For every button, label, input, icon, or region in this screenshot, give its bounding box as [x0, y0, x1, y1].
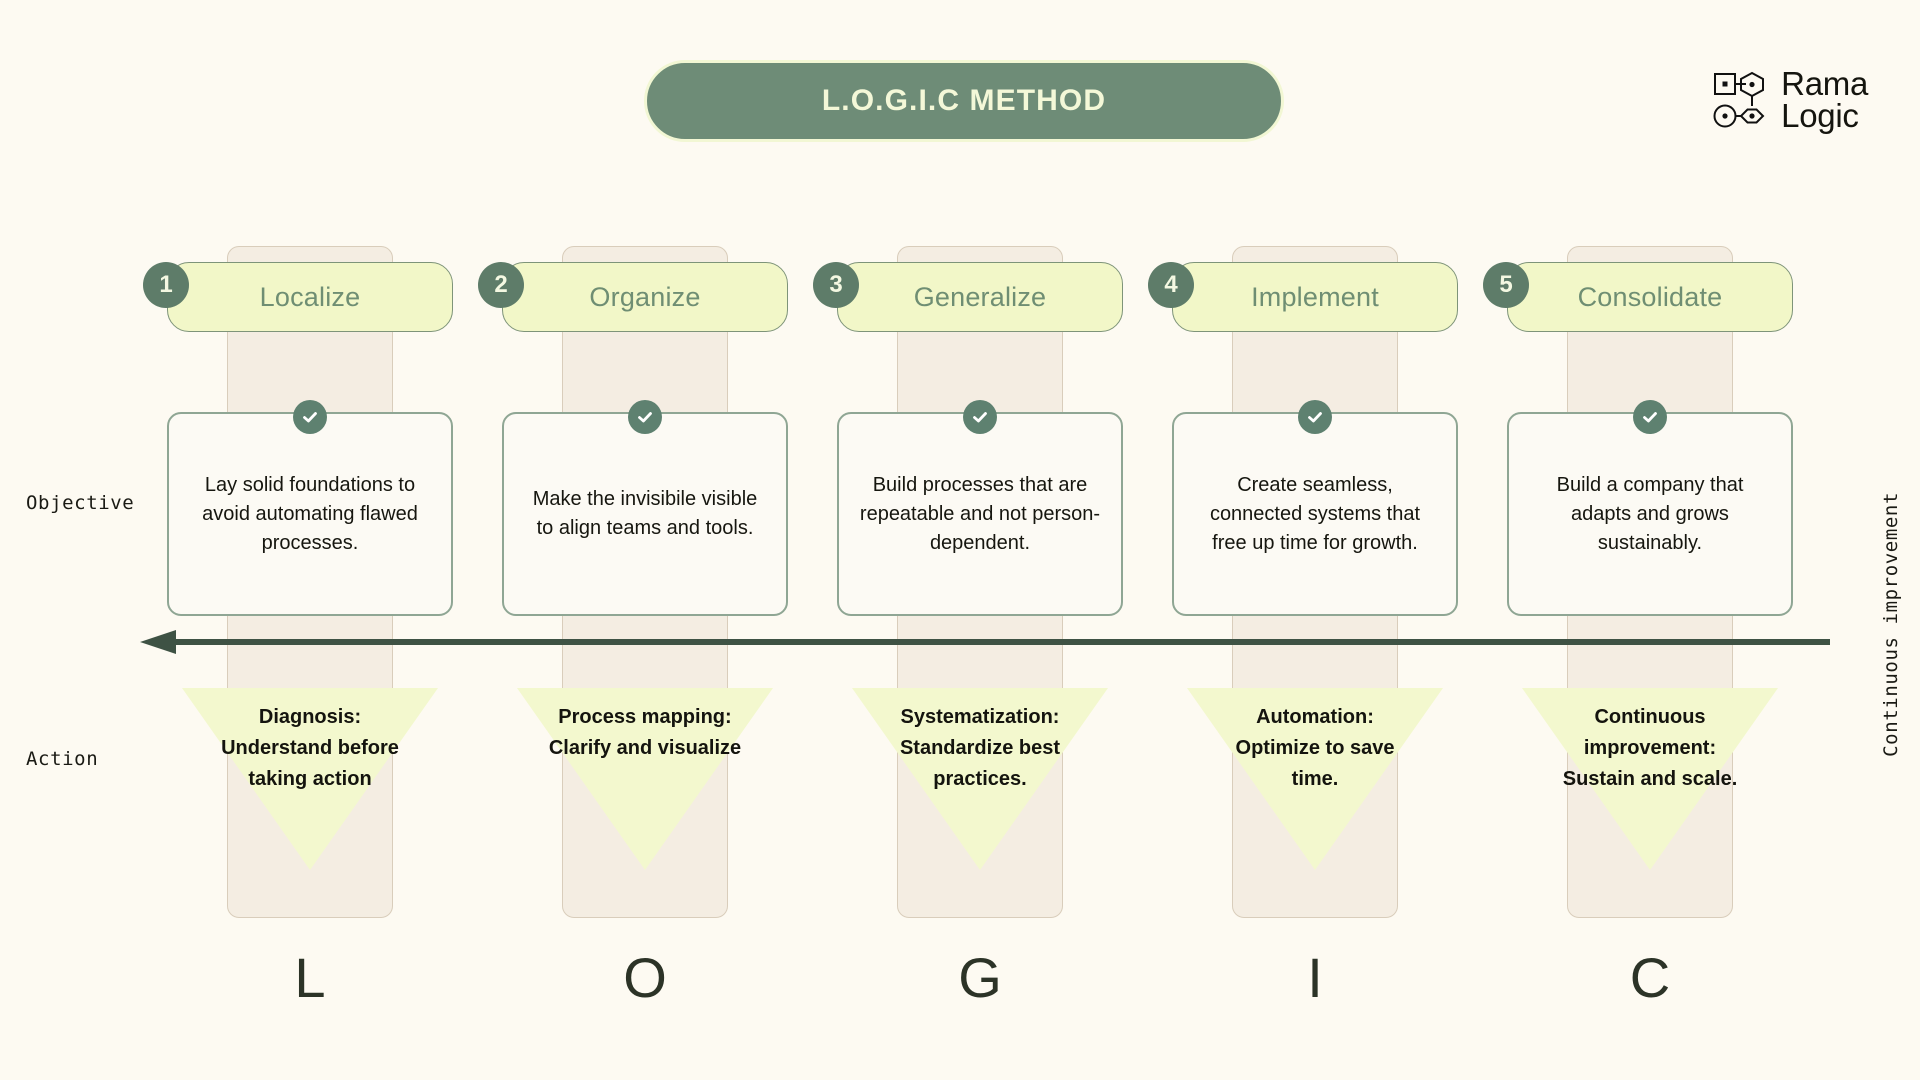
- objective-card[interactable]: Build a company that adapts and grows su…: [1507, 412, 1793, 616]
- action-text: Automation: Optimize to save time.: [1235, 706, 1395, 790]
- action-funnel-triangle: [517, 688, 773, 870]
- logo-line-1: Rama: [1781, 65, 1868, 102]
- step-name: Implement: [1251, 281, 1379, 312]
- action-text: Systematization: Standardize best practi…: [899, 706, 1061, 790]
- step-header-pill[interactable]: Generalize: [837, 262, 1123, 332]
- page-title: L.O.G.I.C METHOD: [821, 84, 1107, 117]
- step-number-badge: 2: [478, 262, 524, 308]
- objective-check-icon: [963, 400, 997, 434]
- step-initial-letter: O: [623, 946, 667, 1009]
- objective-card[interactable]: Make the invisibile visible to align tea…: [502, 412, 788, 616]
- action-funnel-triangle: [852, 688, 1108, 870]
- continuous-improvement-arrow-icon: [140, 630, 1830, 654]
- step-name: Organize: [589, 281, 701, 312]
- objective-check-icon: [628, 400, 662, 434]
- logo-wordmark: Rama Logic: [1781, 65, 1868, 135]
- step-name: Consolidate: [1577, 281, 1723, 312]
- step-name: Generalize: [913, 281, 1047, 312]
- action-funnel-triangle: [1522, 688, 1778, 870]
- step-header-pill[interactable]: Localize: [167, 262, 453, 332]
- objective-card[interactable]: Create seamless, connected systems that …: [1172, 412, 1458, 616]
- title-banner: L.O.G.I.C METHOD: [644, 60, 1284, 142]
- action-text: Process mapping: Clarify and visualize: [548, 706, 742, 759]
- objective-check-icon: [1633, 400, 1667, 434]
- brand-logo: Rama Logic: [1713, 65, 1868, 135]
- step-name: Localize: [259, 281, 361, 312]
- step-header-pill[interactable]: Organize: [502, 262, 788, 332]
- step-header-pill[interactable]: Consolidate: [1507, 262, 1793, 332]
- row-label-action: Action: [26, 748, 99, 770]
- action-funnel-triangle: [1187, 688, 1443, 870]
- step-header-pill[interactable]: Implement: [1172, 262, 1458, 332]
- logo-line-2: Logic: [1781, 97, 1859, 135]
- step-number-badge: 3: [813, 262, 859, 308]
- objective-check-icon: [293, 400, 327, 434]
- objective-text: Build a company that adapts and grows su…: [1556, 473, 1744, 554]
- step-initial-letter: I: [1307, 946, 1323, 1009]
- objective-text: Lay solid foundations to avoid automatin…: [202, 473, 418, 554]
- action-funnel-triangle: [182, 688, 438, 870]
- step-initial-letter: G: [958, 946, 1002, 1009]
- step-number-badge: 5: [1483, 262, 1529, 308]
- row-label-objective: Objective: [26, 492, 135, 514]
- objective-text: Make the invisibile visible to align tea…: [532, 488, 758, 539]
- action-text: Continuous improvement: Sustain and scal…: [1562, 706, 1738, 790]
- objective-card[interactable]: Lay solid foundations to avoid automatin…: [167, 412, 453, 616]
- objective-text: Build processes that are repeatable and …: [859, 473, 1101, 554]
- objective-text: Create seamless, connected systems that …: [1209, 473, 1421, 554]
- step-number-badge: 1: [143, 262, 189, 308]
- step-number-badge: 4: [1148, 262, 1194, 308]
- step-initial-letter: C: [1629, 946, 1671, 1009]
- action-text: Diagnosis: Understand before taking acti…: [221, 706, 399, 790]
- step-initial-letter: L: [294, 946, 326, 1009]
- objective-card[interactable]: Build processes that are repeatable and …: [837, 412, 1123, 616]
- rama-logic-node-mark-icon: [1713, 72, 1765, 128]
- objective-check-icon: [1298, 400, 1332, 434]
